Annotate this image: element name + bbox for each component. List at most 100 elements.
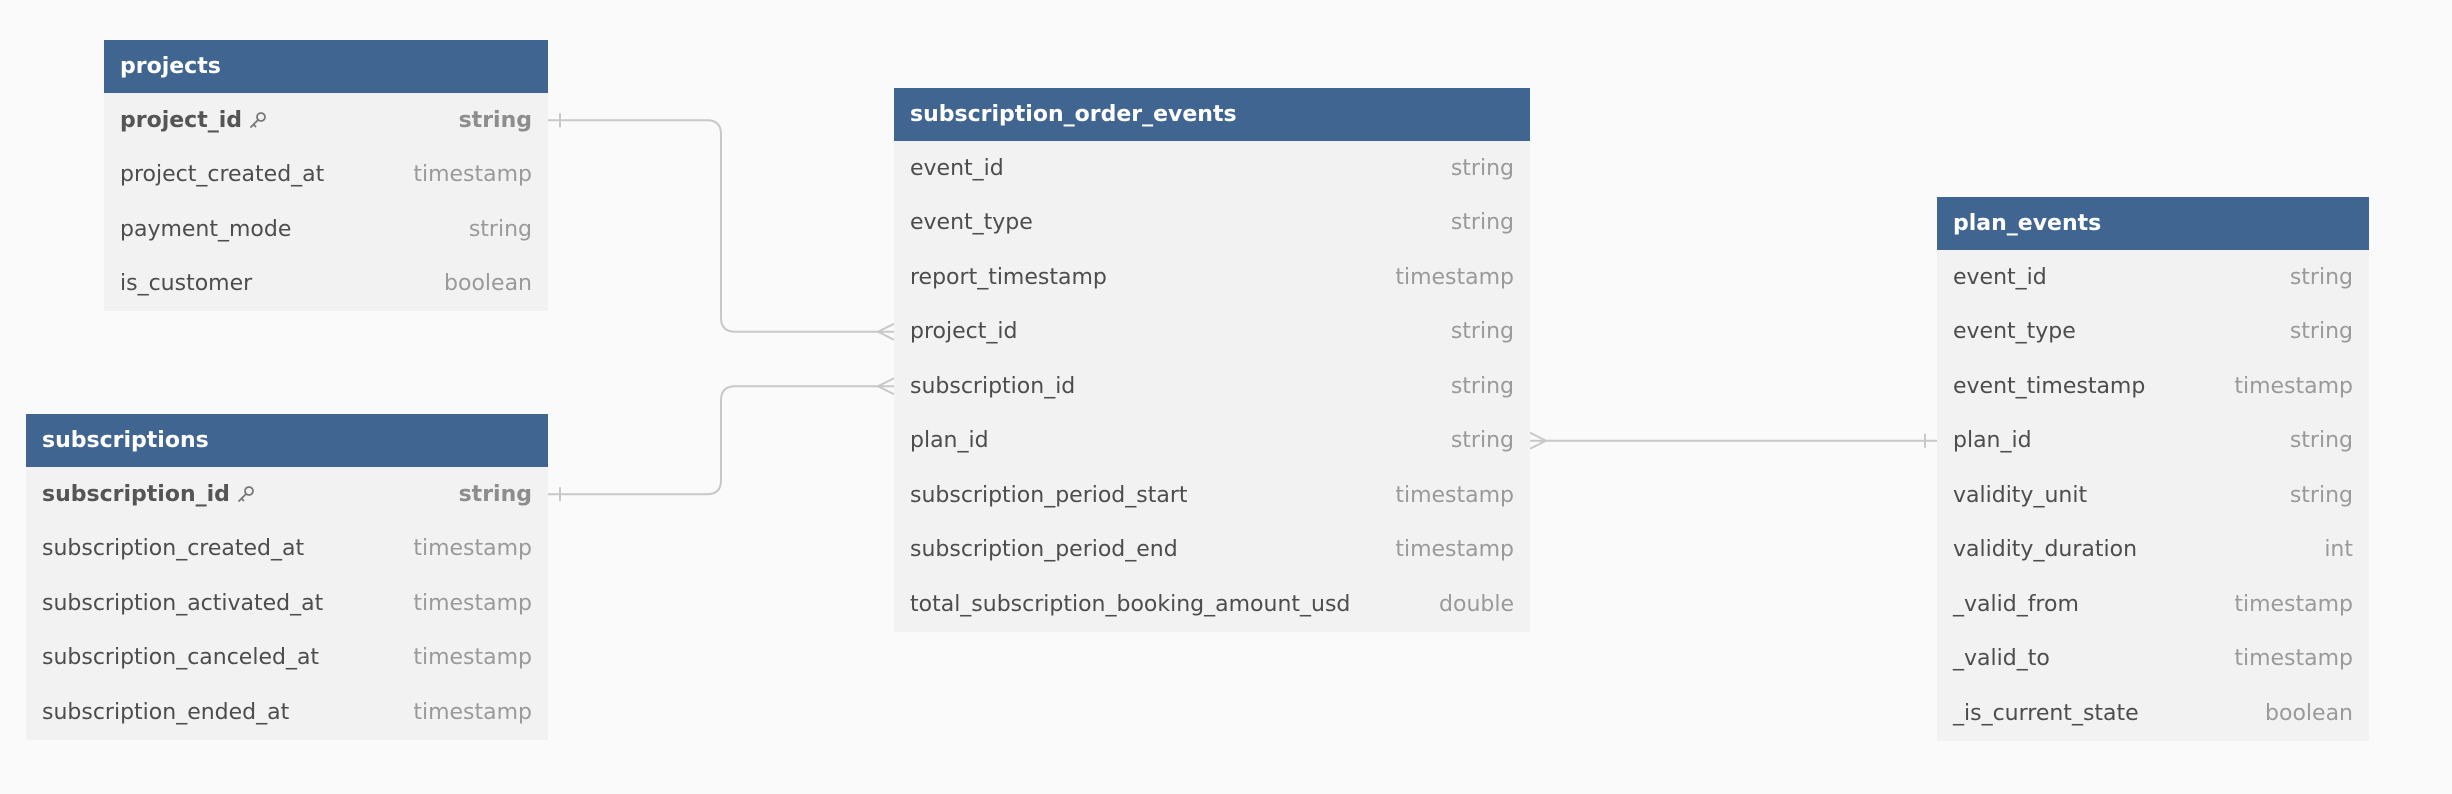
column-name: subscription_id (910, 373, 1076, 399)
column-name-cell: total_subscription_booking_amount_usd (910, 592, 1350, 617)
table-header[interactable]: subscription_order_events (894, 88, 1530, 141)
column-name-cell: project_created_at (120, 162, 324, 187)
column-name: validity_unit (1953, 482, 2088, 508)
column-row[interactable]: _is_current_state boolean (1937, 686, 2369, 741)
column-type: string (458, 481, 532, 507)
column-type: string (2289, 264, 2353, 290)
column-name: subscription_canceled_at (42, 645, 320, 671)
column-name: subscription_ended_at (42, 699, 290, 725)
column-name-cell: subscription_ended_at (42, 700, 289, 725)
column-name-cell: subscription_activated_at (42, 591, 323, 616)
column-row[interactable]: subscription_activated_at timestamp (26, 576, 548, 631)
column-name-cell: plan_id (1953, 428, 2032, 453)
column-type: timestamp (413, 645, 532, 671)
column-type: string (458, 107, 532, 133)
column-name-cell: plan_id (910, 428, 989, 453)
column-name: subscription_id (42, 481, 230, 507)
column-name: _valid_from (1953, 591, 2079, 617)
column-row[interactable]: plan_id string (1937, 414, 2369, 469)
column-row[interactable]: subscription_id string (26, 467, 548, 522)
column-row[interactable]: subscription_period_start timestamp (894, 468, 1530, 523)
column-type: string (468, 216, 532, 242)
column-name-cell: subscription_created_at (42, 536, 304, 561)
column-type: string (1450, 428, 1514, 454)
column-row[interactable]: subscription_id string (894, 359, 1530, 414)
column-type: boolean (2265, 700, 2353, 726)
column-type: timestamp (1395, 264, 1514, 290)
column-name: subscription_period_end (910, 537, 1178, 563)
table-header[interactable]: subscriptions (26, 414, 548, 467)
column-name: subscription_created_at (42, 536, 305, 562)
cardinality-many-marker (875, 377, 895, 396)
column-row[interactable]: plan_id string (894, 414, 1530, 469)
column-name-cell: subscription_id (42, 482, 256, 507)
column-row[interactable]: subscription_canceled_at timestamp (26, 631, 548, 686)
column-row[interactable]: event_type string (1937, 305, 2369, 360)
column-type: timestamp (1395, 482, 1514, 508)
column-name: event_type (1953, 319, 2076, 345)
column-type: timestamp (2234, 646, 2353, 672)
primary-key-icon (236, 484, 256, 504)
column-name-cell: validity_duration (1953, 537, 2137, 562)
column-row[interactable]: event_timestamp timestamp (1937, 359, 2369, 414)
column-name: subscription_period_start (910, 482, 1188, 508)
column-name-cell: subscription_id (910, 374, 1075, 399)
cardinality-many-marker (875, 322, 895, 341)
column-name-cell: _valid_to (1953, 646, 2050, 671)
column-row[interactable]: _valid_to timestamp (1937, 632, 2369, 687)
column-type: timestamp (2234, 373, 2353, 399)
column-row[interactable]: _valid_from timestamp (1937, 577, 2369, 632)
column-name-cell: subscription_canceled_at (42, 645, 319, 670)
column-name: plan_id (1953, 428, 2032, 454)
column-type: double (1439, 591, 1514, 617)
column-name-cell: event_id (910, 156, 1004, 181)
column-name: payment_mode (120, 216, 292, 242)
column-row[interactable]: subscription_created_at timestamp (26, 522, 548, 577)
column-type: string (2289, 428, 2353, 454)
column-name: event_timestamp (1953, 373, 2146, 399)
column-type: timestamp (1395, 537, 1514, 563)
column-name-cell: validity_unit (1953, 483, 2087, 508)
column-name-cell: _is_current_state (1953, 701, 2139, 726)
column-name: project_id (910, 319, 1018, 345)
column-name: event_type (910, 210, 1033, 236)
table-header[interactable]: projects (104, 40, 548, 93)
relation-line (548, 385, 894, 496)
column-name-cell: payment_mode (120, 217, 291, 242)
column-name: report_timestamp (910, 264, 1107, 290)
column-name-cell: project_id (910, 319, 1017, 344)
column-name: plan_id (910, 428, 989, 454)
column-row[interactable]: project_created_at timestamp (104, 148, 548, 203)
column-type: timestamp (413, 162, 532, 188)
column-row[interactable]: validity_duration int (1937, 523, 2369, 578)
column-name-cell: _valid_from (1953, 592, 2079, 617)
column-type: string (1450, 373, 1514, 399)
column-name: total_subscription_booking_amount_usd (910, 591, 1351, 617)
cardinality-many-marker (1529, 431, 1549, 450)
column-row[interactable]: report_timestamp timestamp (894, 250, 1530, 305)
column-row[interactable]: subscription_period_end timestamp (894, 523, 1530, 578)
column-type: timestamp (2234, 591, 2353, 617)
relation-line (548, 119, 894, 333)
column-type: timestamp (413, 536, 532, 562)
column-row[interactable]: payment_mode string (104, 202, 548, 257)
table-header[interactable]: plan_events (1937, 197, 2369, 250)
column-type: string (2289, 319, 2353, 345)
column-name-cell: subscription_period_start (910, 483, 1188, 508)
column-name: project_id (120, 107, 243, 133)
column-type: timestamp (413, 590, 532, 616)
column-type: int (2324, 537, 2353, 563)
column-row[interactable]: project_id string (104, 93, 548, 148)
column-row[interactable]: total_subscription_booking_amount_usd dou… (894, 577, 1530, 632)
